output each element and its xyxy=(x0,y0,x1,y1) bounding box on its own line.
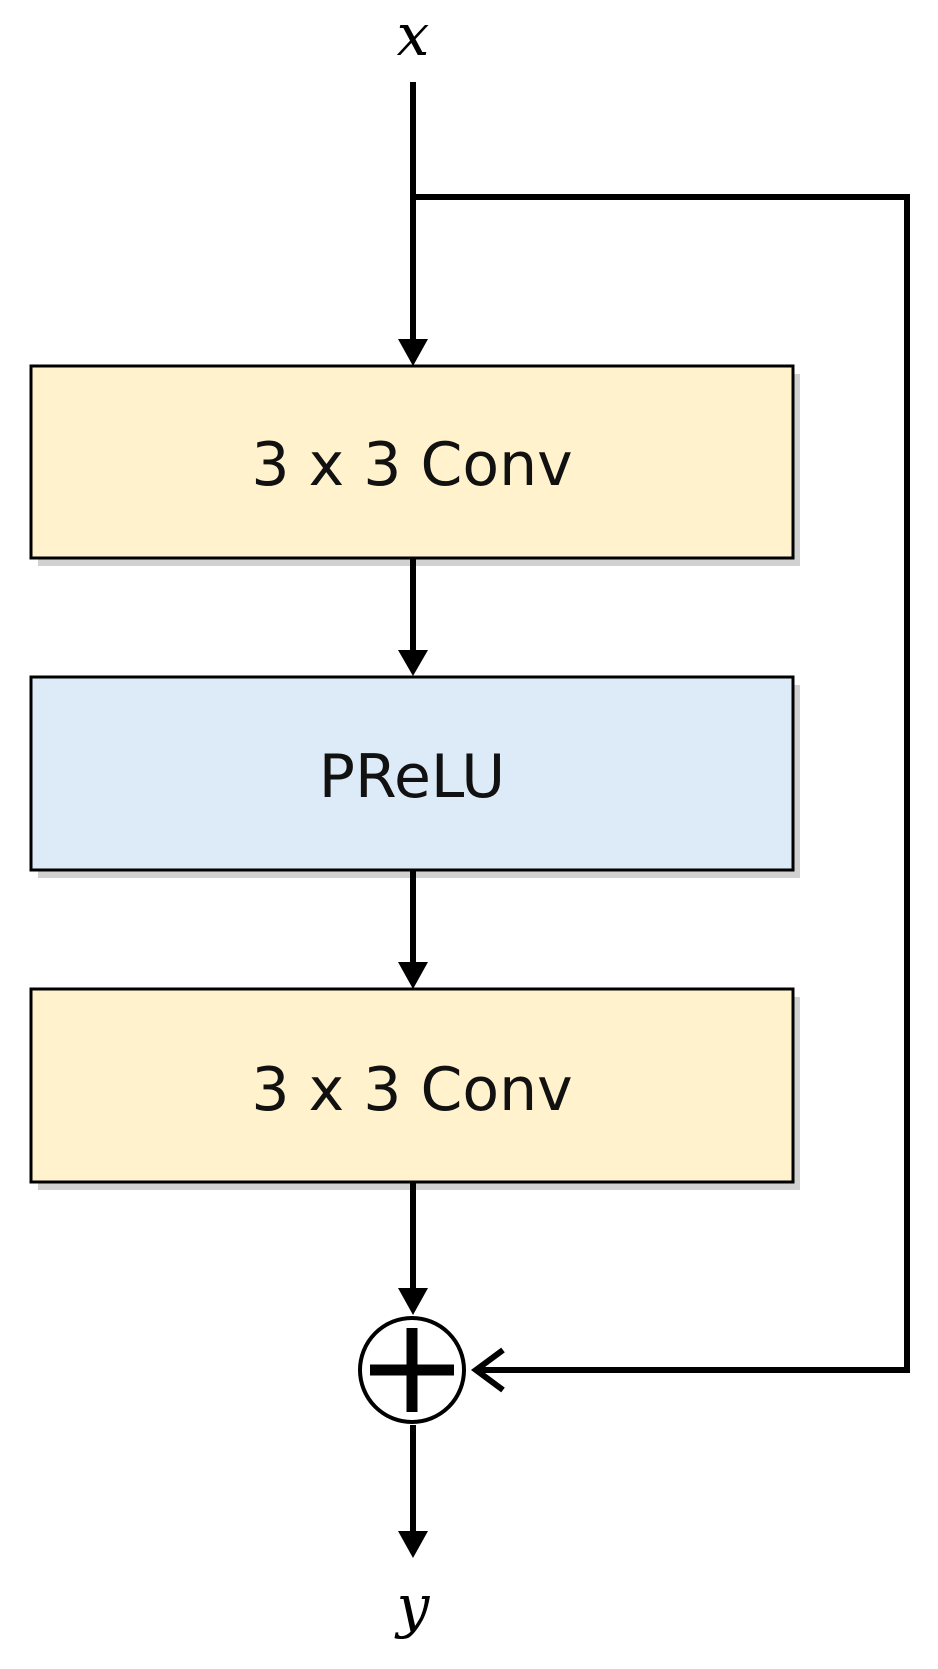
prelu-block xyxy=(29,675,795,872)
input-arrowhead xyxy=(398,339,428,366)
skip-connection-arrowhead xyxy=(470,1347,505,1393)
add-icon xyxy=(358,1316,466,1424)
conv1-to-prelu-arrowhead xyxy=(398,650,428,676)
conv-block-2-label: 3 x 3 Conv xyxy=(251,1055,572,1125)
output-arrowhead xyxy=(398,1531,428,1558)
conv2-to-add-arrowhead xyxy=(398,1288,428,1315)
prelu-to-conv2-arrowhead xyxy=(398,962,428,989)
conv-block-1-label: 3 x 3 Conv xyxy=(251,430,572,500)
input-label: x xyxy=(397,1,430,69)
skip-connection-edge xyxy=(413,194,910,1373)
conv-block-2 xyxy=(29,987,795,1184)
conv-block-1 xyxy=(29,364,795,560)
output-label: y xyxy=(394,1572,431,1640)
prelu-block-label: PReLU xyxy=(319,742,505,812)
